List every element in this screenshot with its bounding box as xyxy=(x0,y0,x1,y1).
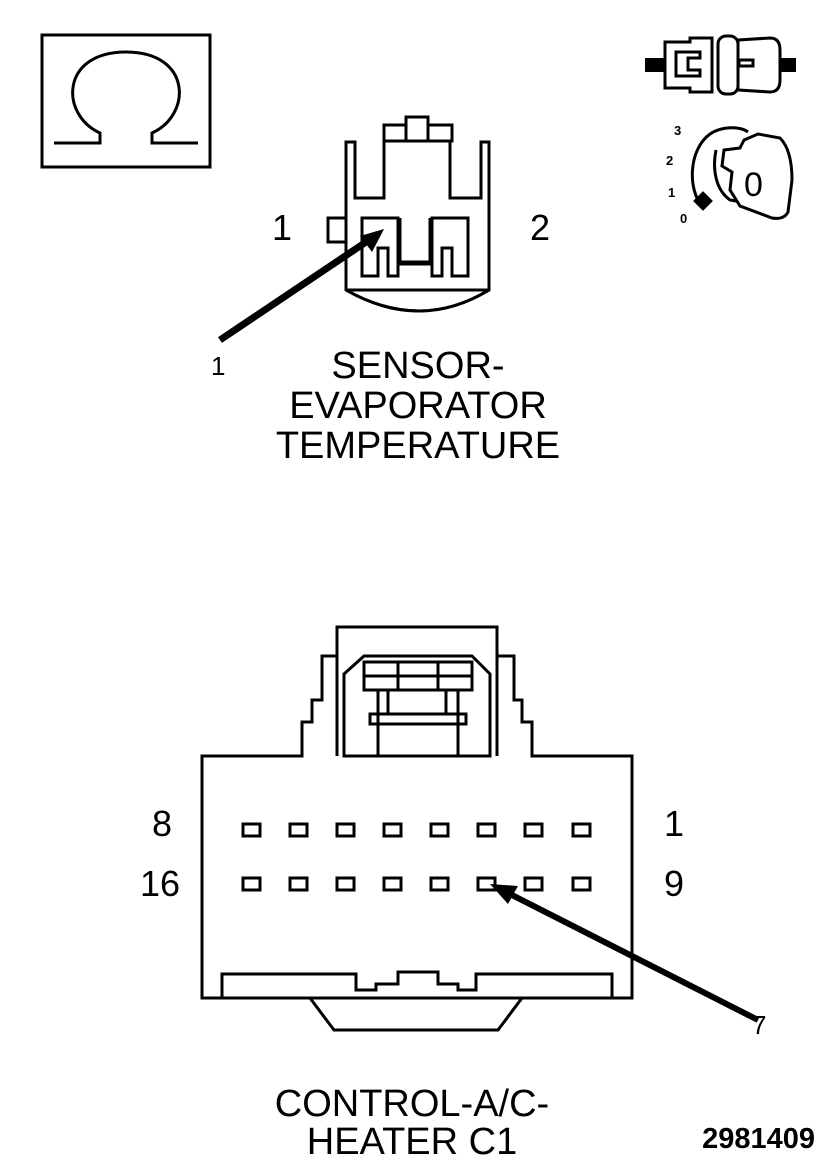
control-title-line-2: HEATER C1 xyxy=(307,1121,517,1163)
svg-text:0: 0 xyxy=(744,166,763,204)
control-pin-8-label: 8 xyxy=(152,803,172,844)
ohm-symbol-icon xyxy=(40,33,212,169)
sensor-pin-1-label: 1 xyxy=(272,207,292,248)
svg-text:3: 3 xyxy=(674,123,681,138)
connector-plug-icon xyxy=(645,34,796,96)
sensor-callout-label: 1 xyxy=(211,351,225,381)
control-connector xyxy=(200,625,760,1032)
sensor-title-line-2: EVAPORATOR xyxy=(289,385,547,427)
ignition-key-icon: 3 2 1 0 0 xyxy=(666,123,794,226)
pin-row-top xyxy=(241,822,592,838)
control-pin-1-label: 1 xyxy=(664,803,684,844)
sensor-title-line-3: TEMPERATURE xyxy=(276,425,560,467)
pin-row-bottom xyxy=(241,876,592,892)
svg-text:1: 1 xyxy=(668,185,675,200)
sensor-connector xyxy=(218,115,491,343)
sensor-pin-2-label: 2 xyxy=(530,207,550,248)
figure-number: 2981409 xyxy=(702,1123,815,1155)
svg-text:0: 0 xyxy=(680,211,687,226)
control-callout-label: 7 xyxy=(752,1010,766,1040)
control-title-line-1: CONTROL-A/C- xyxy=(275,1083,549,1125)
svg-text:2: 2 xyxy=(666,153,673,168)
control-pin-9-label: 9 xyxy=(664,863,684,904)
sensor-title-line-1: SENSOR- xyxy=(331,345,504,387)
control-pin-16-label: 16 xyxy=(140,863,180,904)
